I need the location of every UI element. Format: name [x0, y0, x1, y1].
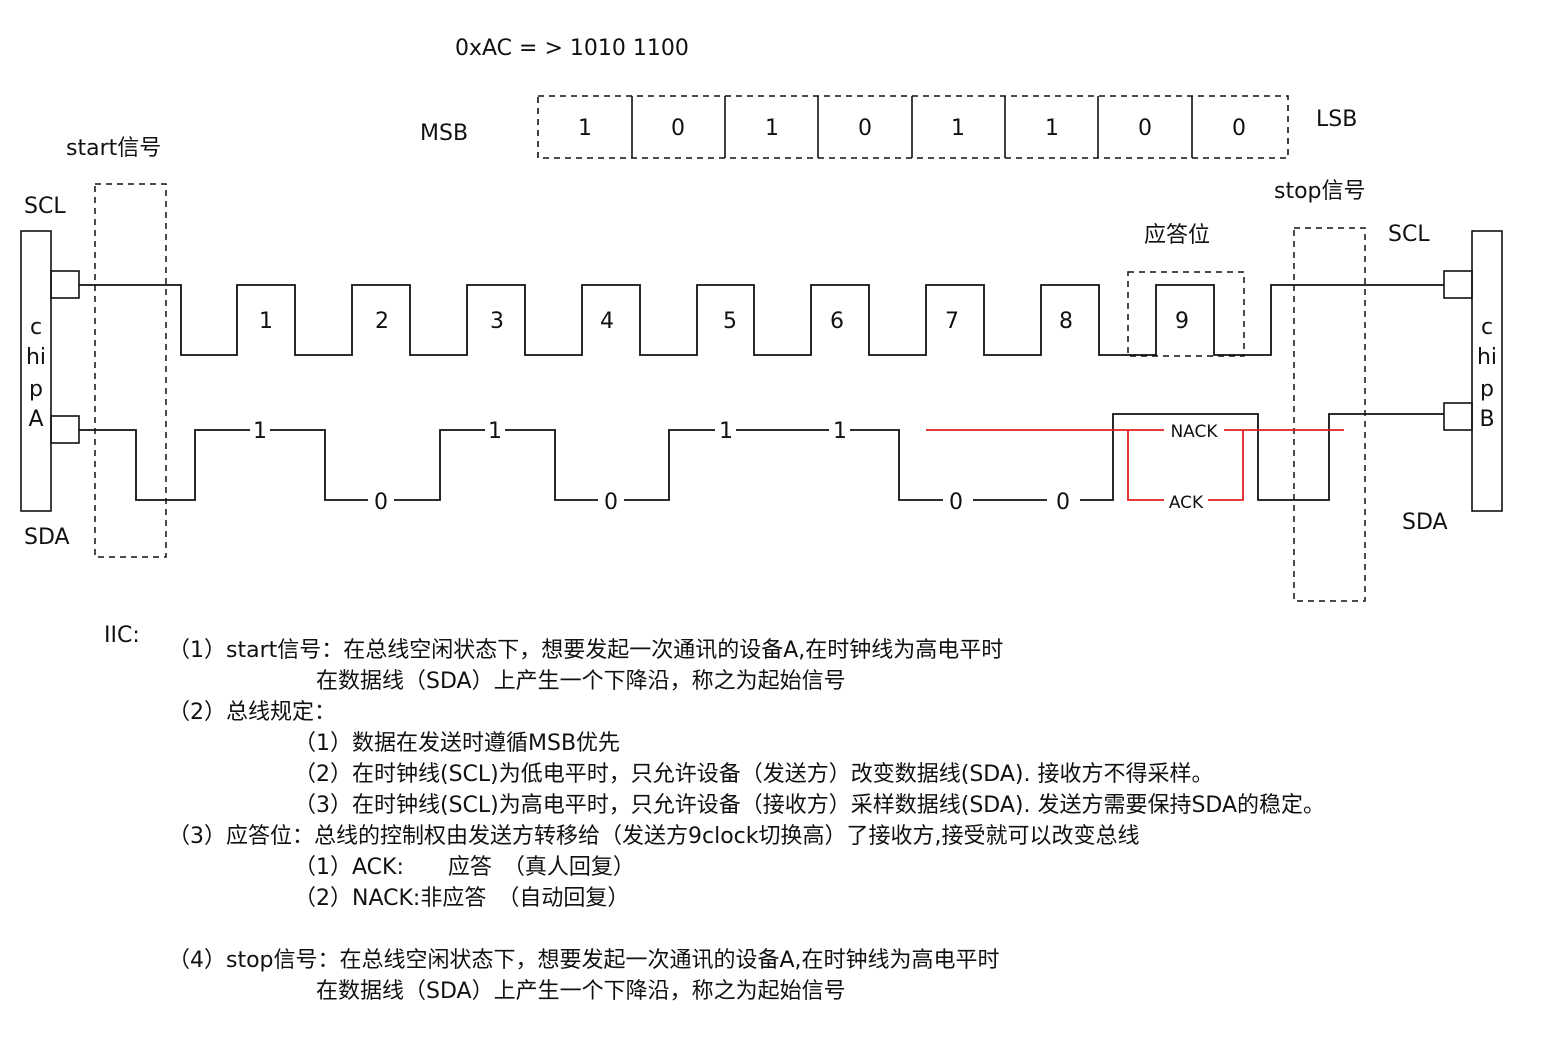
clock-number: 8 — [1059, 309, 1073, 334]
chip-b-letter: c — [1481, 315, 1493, 340]
chip-a-sda-pin — [50, 415, 80, 444]
chip-b-letter: p — [1480, 377, 1494, 402]
sda-bit-value: 1 — [833, 419, 847, 444]
sda-bit-value: 1 — [253, 419, 267, 444]
chip-b-letter: B — [1479, 407, 1494, 432]
chip-a-letter: c — [30, 315, 42, 340]
bit-row — [537, 95, 1289, 159]
sda-waveform — [79, 429, 250, 501]
clock-number: 1 — [259, 309, 273, 334]
ack-bit-label: 应答位 — [1144, 223, 1210, 248]
scl-waveform — [79, 284, 1444, 356]
clock-number: 2 — [375, 309, 389, 334]
sda-waveform — [850, 429, 943, 501]
sda-bit-value: 0 — [374, 490, 388, 515]
bit-cell: 0 — [671, 116, 685, 141]
clock-number: 3 — [490, 309, 504, 334]
nack-label: NACK — [1170, 422, 1218, 442]
chip-a-letter: hi — [26, 345, 46, 370]
sda-bit-value: 0 — [949, 490, 963, 515]
chip-b-letter: hi — [1477, 345, 1497, 370]
sda-bit-value: 0 — [1056, 490, 1070, 515]
sda-waveform — [624, 429, 715, 501]
scl-right-label: SCL — [1388, 222, 1430, 247]
scl-left-label: SCL — [24, 194, 66, 219]
start-window — [94, 183, 167, 558]
ack-window — [1127, 271, 1245, 357]
clock-number: 9 — [1175, 309, 1189, 334]
sda-waveform — [1080, 413, 1444, 501]
sda-bit-value: 1 — [719, 419, 733, 444]
sda-waveform — [270, 429, 368, 501]
ack-nack-path — [926, 429, 1344, 501]
start-signal-label: start信号 — [66, 136, 161, 161]
sda-waveform — [394, 429, 485, 501]
sda-left-label: SDA — [24, 525, 70, 550]
chip-b — [1443, 230, 1503, 512]
sda-bit-value: 1 — [488, 419, 502, 444]
sda-waveform — [505, 429, 598, 501]
clock-number: 4 — [600, 309, 614, 334]
chip-a-letter: A — [28, 407, 43, 432]
sda-right-label: SDA — [1402, 510, 1448, 535]
hex-conversion-label: 0xAC = > 1010 1100 — [455, 36, 689, 61]
sda-bit-value: 0 — [604, 490, 618, 515]
chip-b-scl-pin — [1443, 270, 1473, 299]
bit-cell: 1 — [578, 116, 592, 141]
lsb-label: LSB — [1316, 107, 1357, 132]
chip-b-sda-pin — [1443, 402, 1473, 431]
bit-cell: 0 — [858, 116, 872, 141]
bit-cell: 0 — [1232, 116, 1246, 141]
bit-cell: 1 — [765, 116, 779, 141]
clock-number: 7 — [945, 309, 959, 334]
chip-a-scl-pin — [50, 270, 80, 299]
clock-number: 5 — [723, 309, 737, 334]
ack-label: ACK — [1169, 493, 1204, 513]
chip-a — [20, 230, 80, 512]
msb-label: MSB — [420, 121, 468, 146]
chip-a-letter: p — [29, 377, 43, 402]
bit-cell: 1 — [951, 116, 965, 141]
bit-cell: 1 — [1045, 116, 1059, 141]
bit-cell: 0 — [1138, 116, 1152, 141]
stop-signal-label: stop信号 — [1274, 179, 1366, 204]
clock-number: 6 — [830, 309, 844, 334]
